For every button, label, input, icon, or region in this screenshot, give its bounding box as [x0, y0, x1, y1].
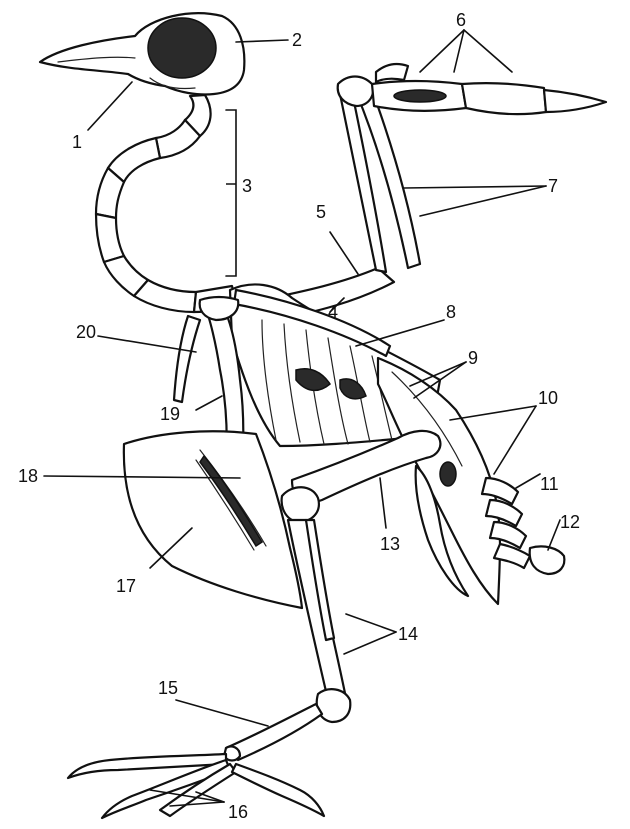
pygostyle [530, 546, 565, 574]
label-7: 7 [548, 176, 558, 196]
label-19: 19 [160, 404, 180, 424]
label-20: 20 [76, 322, 96, 342]
label-3: 3 [242, 176, 252, 196]
label-18: 18 [18, 466, 38, 486]
label-5: 5 [316, 202, 326, 222]
label-12: 12 [560, 512, 580, 532]
label-4: 4 [328, 302, 338, 322]
label-1: 1 [72, 132, 82, 152]
cervical-vertebrae [96, 95, 236, 312]
label-9: 9 [468, 348, 478, 368]
label-13: 13 [380, 534, 400, 554]
label-11: 11 [540, 474, 559, 494]
label-17: 17 [116, 576, 136, 596]
label-8: 8 [446, 302, 456, 322]
foot [68, 754, 324, 818]
skull [40, 13, 244, 94]
label-10: 10 [538, 388, 558, 408]
label-14: 14 [398, 624, 418, 644]
sternum [124, 431, 302, 608]
pelvis [378, 358, 500, 604]
label-15: 15 [158, 678, 178, 698]
label-16: 16 [228, 802, 248, 822]
label-2: 2 [292, 30, 302, 50]
label-6: 6 [456, 10, 466, 30]
